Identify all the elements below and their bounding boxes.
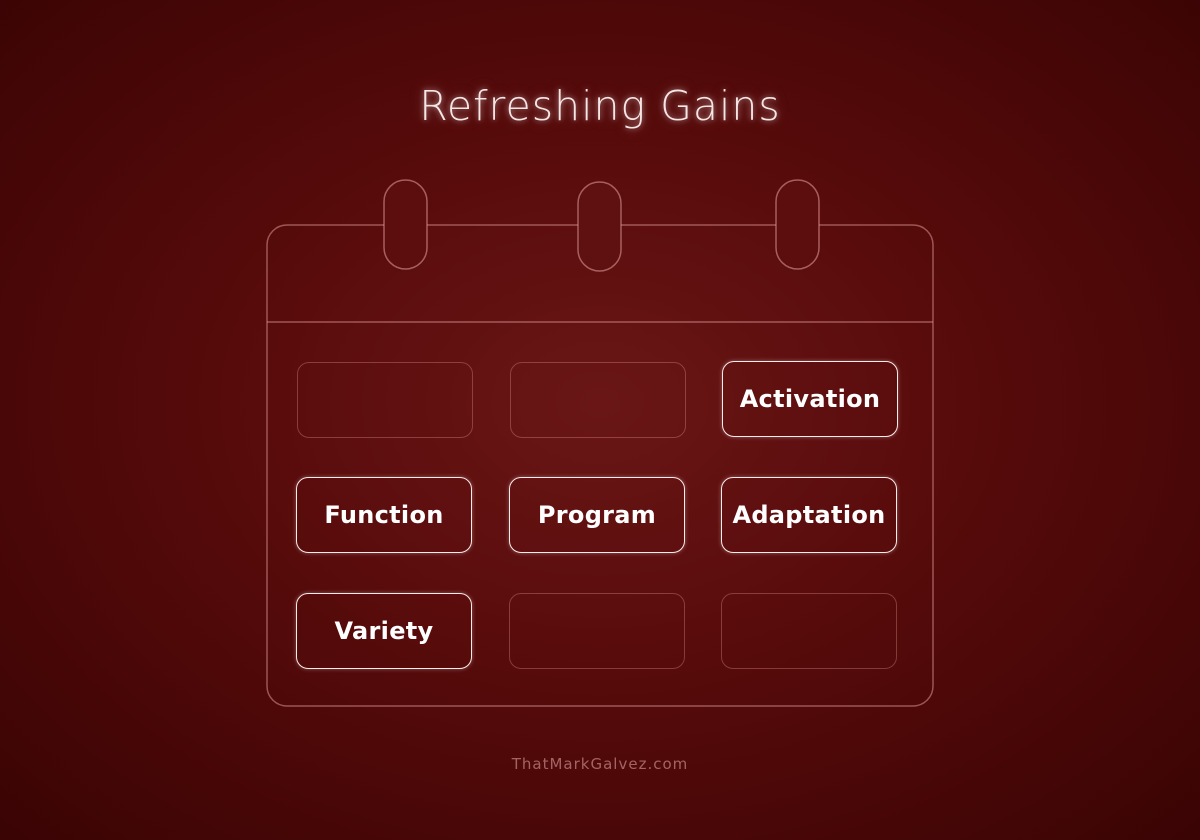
calendar-cell-program: Program bbox=[509, 477, 685, 553]
footer-credit: ThatMarkGalvez.com bbox=[511, 755, 689, 773]
diagram-title: Refreshing Gains bbox=[419, 82, 781, 130]
calendar-cell-variety: Variety bbox=[296, 593, 472, 669]
calendar-cell bbox=[509, 593, 685, 669]
calendar-cell bbox=[510, 362, 686, 438]
calendar-cell-activation: Activation bbox=[722, 361, 898, 437]
calendar-ring-right bbox=[775, 179, 820, 270]
calendar-ring-left bbox=[383, 179, 428, 270]
calendar-cell-function: Function bbox=[296, 477, 472, 553]
calendar-cell bbox=[297, 362, 473, 438]
calendar-cell-adaptation: Adaptation bbox=[721, 477, 897, 553]
calendar-ring-middle bbox=[577, 181, 622, 272]
calendar-cell bbox=[721, 593, 897, 669]
